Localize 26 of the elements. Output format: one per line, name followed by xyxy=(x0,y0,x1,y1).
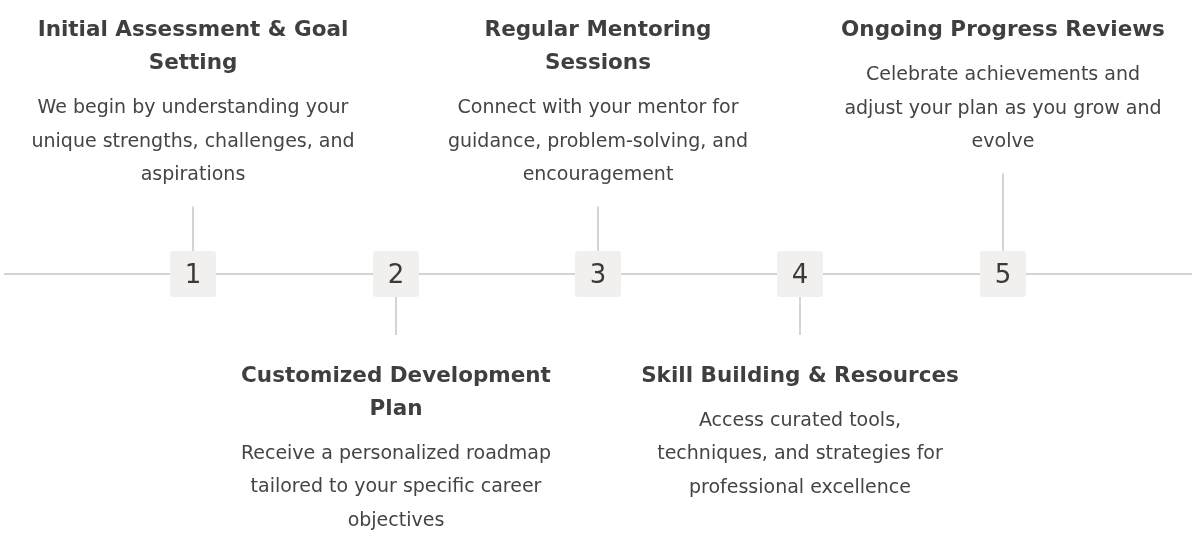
step-title: Customized Development Plan xyxy=(240,360,552,422)
step-title: Initial Assessment & Goal Setting xyxy=(36,15,350,76)
step-description: Access curated tools, techniques, and strategies for professional excellence xyxy=(656,406,944,499)
step-description: Connect with your mentor for guidance, problem-solving, and encouragement xyxy=(446,94,750,186)
step-number: 5 xyxy=(980,251,1026,297)
step-description: Receive a personalized roadmap tailored to your specific career objectives xyxy=(239,439,553,532)
step-number: 4 xyxy=(777,251,823,297)
timeline-line xyxy=(215,273,374,275)
connector-line xyxy=(799,296,801,336)
step-number: 3 xyxy=(575,251,621,297)
timeline-line xyxy=(1025,273,1193,275)
connector-line xyxy=(395,296,397,336)
timeline-line xyxy=(418,273,576,275)
connector-line xyxy=(597,205,599,252)
timeline-line xyxy=(3,273,171,275)
step-number: 2 xyxy=(373,251,419,297)
connector-line xyxy=(1002,172,1004,252)
timeline-line xyxy=(620,273,778,275)
step-description: Celebrate achievements and adjust your plan as you grow and evolve xyxy=(843,61,1163,153)
step-number: 1 xyxy=(170,251,216,297)
step-title: Regular Mentoring Sessions xyxy=(483,15,713,76)
timeline-line xyxy=(822,273,981,275)
step-title: Ongoing Progress Reviews xyxy=(841,15,1165,43)
step-title: Skill Building & Resources xyxy=(641,360,959,389)
step-description: We begin by understanding your unique strengths, challenges, and aspirations xyxy=(30,94,356,186)
connector-line xyxy=(192,205,194,252)
